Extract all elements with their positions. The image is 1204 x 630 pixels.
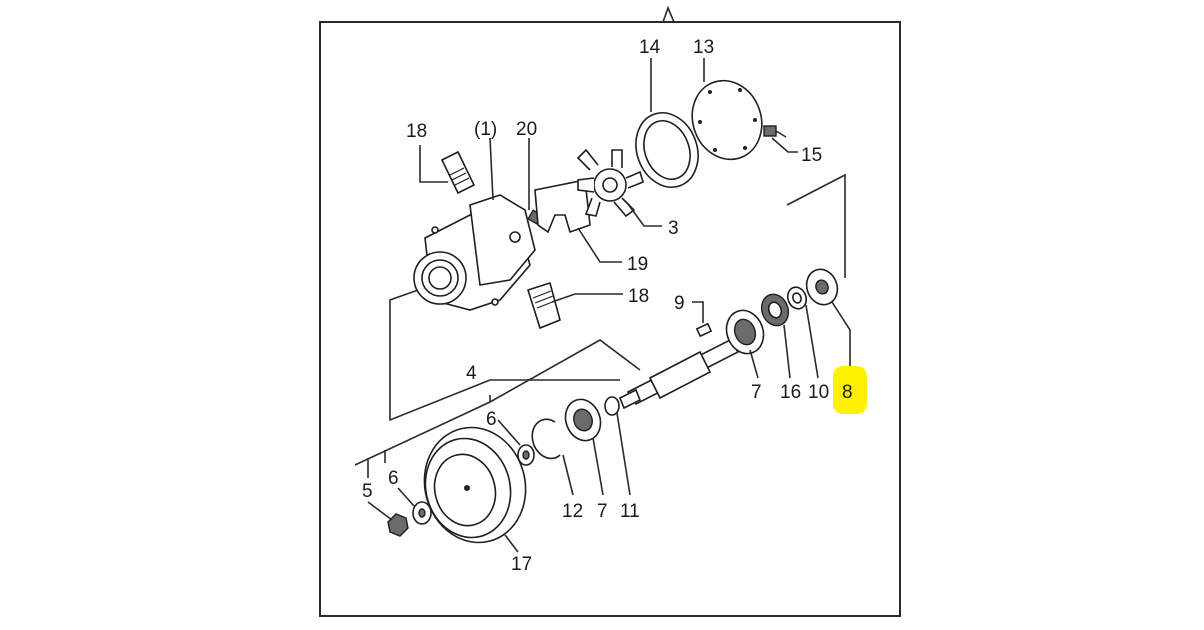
label-12: 12 bbox=[562, 501, 583, 522]
label-10: 10 bbox=[808, 382, 829, 403]
part-labels: 18 (1) 20 14 13 15 3 19 18 9 7 16 10 8 4… bbox=[362, 37, 853, 575]
label-7-upper: 7 bbox=[751, 382, 762, 403]
label-13: 13 bbox=[693, 37, 714, 58]
part-12-circlip bbox=[531, 418, 561, 460]
part-7-bearing-upper bbox=[725, 309, 765, 355]
label-16: 16 bbox=[780, 382, 801, 403]
part-6-washer-mid bbox=[517, 444, 535, 466]
label-20: 20 bbox=[516, 119, 537, 140]
part-11-circlip bbox=[604, 396, 620, 416]
part-3-impeller bbox=[576, 148, 644, 218]
part-10-washer bbox=[786, 286, 808, 310]
label-5: 5 bbox=[362, 481, 373, 502]
leader-lines bbox=[354, 58, 851, 553]
label-19: 19 bbox=[627, 254, 648, 275]
part-18-lower bbox=[526, 281, 561, 330]
part-9-key bbox=[695, 322, 713, 338]
part-19-wear-plate bbox=[534, 179, 591, 234]
part-17-pulley bbox=[423, 426, 527, 544]
label-18-upper: 18 bbox=[406, 121, 427, 142]
label-1: (1) bbox=[474, 119, 497, 140]
part-14-gasket bbox=[635, 112, 699, 188]
frame-notch bbox=[662, 5, 675, 23]
part-13-cover bbox=[691, 79, 763, 161]
label-4: 4 bbox=[466, 363, 477, 384]
label-15: 15 bbox=[801, 145, 822, 166]
part-8-seal bbox=[805, 268, 839, 306]
label-6-mid: 6 bbox=[486, 409, 497, 430]
label-3: 3 bbox=[668, 218, 679, 239]
label-7-lower: 7 bbox=[597, 501, 608, 522]
label-9: 9 bbox=[674, 293, 685, 314]
part-15-screw bbox=[763, 125, 787, 138]
highlight-marker bbox=[833, 366, 867, 414]
label-17: 17 bbox=[511, 554, 532, 575]
label-14: 14 bbox=[639, 37, 661, 58]
part-6-washer-lower bbox=[412, 501, 432, 525]
label-8: 8 bbox=[842, 382, 853, 403]
part-16-seal bbox=[760, 293, 790, 327]
part-4-shaft bbox=[618, 338, 740, 410]
part-5-nut bbox=[387, 513, 409, 537]
part-7-bearing-lower bbox=[564, 398, 602, 442]
part-18-upper bbox=[440, 150, 476, 195]
diagram-frame bbox=[319, 21, 901, 617]
pump-housing bbox=[413, 194, 536, 311]
label-18-lower: 18 bbox=[628, 286, 649, 307]
label-11: 11 bbox=[620, 501, 640, 522]
label-6-lower: 6 bbox=[388, 468, 399, 489]
